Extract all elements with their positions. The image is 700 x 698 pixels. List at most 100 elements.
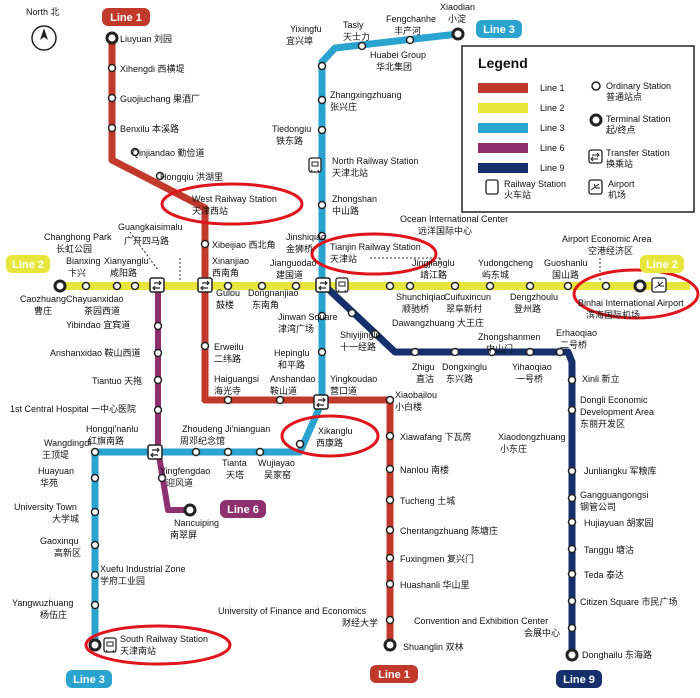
station-label: 天津站 [330, 253, 357, 264]
station-label: Xibeijiao 西北角 [212, 239, 276, 250]
highlight-xikanglu [280, 414, 380, 458]
station-anshanxidao [153, 348, 163, 358]
line3-tag-top-text: Line 3 [483, 24, 515, 36]
station-label: Shuanglin 双林 [403, 641, 464, 652]
station-label: Guoshanlu [544, 258, 588, 268]
station-label: Zhongshanmen [478, 332, 541, 342]
compass-icon [31, 25, 57, 51]
line6-tag [220, 500, 266, 518]
line6-tag-text: Line 6 [227, 504, 259, 516]
station-label: 铁东路 [276, 135, 303, 146]
station-label: 中山门 [486, 343, 513, 354]
station-label: 钢管公司 [580, 501, 616, 512]
station-label: Chayuanxidao [66, 294, 124, 304]
highlight-binhai-airport [572, 268, 700, 320]
station-label: Hepinglu [274, 348, 310, 358]
station-university-town [90, 507, 100, 517]
legend-ordinary-cn: 普通站点 [606, 91, 642, 102]
station-wangdingdi [90, 447, 100, 457]
legend-terminal-cn: 起/终点 [606, 124, 636, 135]
station-label: Zhoudeng Ji'nianguan [182, 424, 270, 434]
station-dongli [567, 405, 577, 415]
station-label: Changhong Park [44, 232, 112, 242]
legend-ordinary-icon [591, 81, 601, 91]
station-bianxing [81, 281, 91, 291]
compass: North 北 [26, 7, 60, 51]
station-label: Yingfengdao [160, 466, 210, 476]
station-label: 东兴路 [446, 373, 473, 384]
station-label: Gulou [216, 288, 240, 298]
line1-tag-top [102, 8, 150, 26]
station-label: 建国道 [276, 269, 303, 280]
station-huayuan [90, 473, 100, 483]
station-label: Chentangzhuang 陈塘庄 [400, 525, 498, 536]
legend-transfer-cn: 换乘站 [606, 158, 633, 169]
station-label: Wujiayao [258, 458, 295, 468]
station-huizhan [567, 623, 577, 633]
station-label: Xihengdi 西横堤 [120, 63, 185, 74]
station-label: 杨伍庄 [40, 609, 67, 620]
station-label: 卞兴 [68, 267, 86, 278]
station-label: 小淀 [448, 13, 466, 24]
station-hujiayuan [567, 517, 577, 527]
station-label: Dongxinglu [442, 362, 487, 372]
station-label: 中山路 [332, 205, 359, 216]
station-jinshiqiao [317, 231, 327, 241]
station-label: Yibindao 宜宾道 [66, 319, 130, 330]
station-label: University of Finance and Economics [218, 606, 367, 616]
station-citizen [567, 596, 577, 606]
station-label: 小东庄 [500, 443, 527, 454]
station-label: 华苑 [40, 477, 58, 488]
station-label: Cuifuxincun [444, 292, 491, 302]
station-caijingdaxue [385, 615, 395, 625]
legend-airport: Airport [608, 179, 635, 189]
station-label: Xuefu Industrial Zone [100, 564, 186, 574]
station-label: 营口道 [330, 385, 357, 396]
station-erhaoqiao [555, 347, 565, 357]
station-label: 宜兴埠 [286, 35, 313, 46]
station-label: 翠阜新村 [446, 303, 482, 314]
station-label: Anshandao [270, 374, 316, 384]
legend-swatch-4 [478, 143, 528, 153]
station-south-railway [88, 638, 102, 652]
legend-terminal: Terminal Station [606, 114, 671, 124]
station-label: Binhai International Airport [578, 298, 684, 308]
station-junliangku [567, 466, 577, 476]
station-label: 津湾广场 [278, 323, 314, 334]
station-label: 东南角 [252, 299, 279, 310]
legend-title: Legend [478, 55, 528, 71]
station-label: Tiantuo 天拖 [92, 375, 142, 386]
station-label: Xiawafang 下瓦房 [400, 431, 472, 442]
station-donghailu [565, 648, 579, 662]
station-label: Hujiayuan 胡家园 [584, 517, 654, 528]
station-yizhongxin [153, 405, 163, 415]
station-jingjianglu [405, 281, 415, 291]
station-label: 金狮桥 [286, 243, 313, 254]
legend-swatch-2 [478, 103, 528, 113]
station-label: Liuyuan 刘园 [120, 33, 172, 44]
station-label: Tianta [222, 458, 247, 468]
station-label: Xikanglu [318, 426, 353, 436]
station-label: 张兴庄 [330, 101, 357, 112]
station-label: Xinli 新立 [582, 373, 620, 384]
station-label: Yudongcheng [478, 258, 533, 268]
station-label: University Town [14, 502, 77, 512]
station-label: Dongli Economic [580, 395, 648, 405]
station-label: Tasly [343, 20, 364, 30]
line9-tag [556, 670, 602, 688]
station-haiguangsi [223, 395, 233, 405]
station-label: 茶园西道 [84, 305, 120, 316]
line2-tag-right-text: Line 2 [646, 259, 678, 271]
legend-transfer: Transfer Station [606, 148, 670, 158]
station-gaoxinqu [90, 540, 100, 550]
station-label: 天津北站 [332, 167, 368, 178]
station-label: Erhaoqiao [556, 328, 597, 338]
railway-icon-tianjin [335, 277, 349, 293]
station-label: South Railway Station [120, 634, 208, 644]
station-xiawafang [385, 431, 395, 441]
station-label: North Railway Station [332, 156, 419, 166]
station-label: Jinshiqiao [286, 232, 326, 242]
station-shuanglin [383, 638, 397, 652]
